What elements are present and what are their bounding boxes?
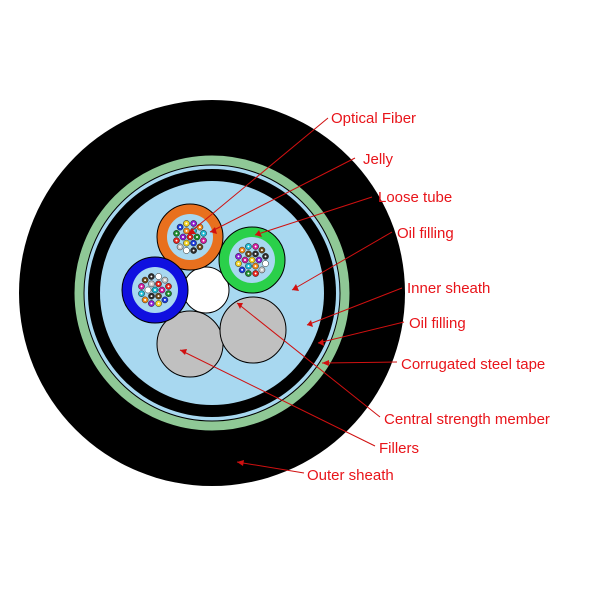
optical-fiber-core (189, 236, 191, 238)
optical-fiber-core (140, 285, 143, 288)
optical-fiber-core (192, 222, 195, 225)
optical-fiber-core (198, 226, 201, 229)
optical-fiber-core (192, 249, 195, 252)
optical-fiber-core (241, 268, 244, 271)
optical-fiber-core (254, 245, 257, 248)
optical-fiber-core (150, 282, 153, 285)
optical-fiber-core (140, 292, 143, 295)
label-corrugated-steel-tape: Corrugated steel tape (401, 356, 545, 373)
label-outer-sheath: Outer sheath (307, 467, 394, 484)
label-oil-filling-2: Oil filling (409, 315, 466, 332)
optical-fiber-core (179, 226, 182, 229)
optical-fiber-core (163, 279, 166, 282)
leader-loose-tube (254, 196, 373, 236)
optical-fiber-core (185, 222, 188, 225)
optical-fiber-core (150, 302, 153, 305)
label-loose-tube: Loose tube (378, 189, 452, 206)
label-fillers: Fillers (379, 440, 419, 457)
leader-oil-filling-1 (291, 231, 393, 291)
leader-oil-filling-2 (317, 321, 405, 344)
optical-fiber-core (163, 298, 166, 301)
optical-fiber-core (144, 298, 147, 301)
leader-lines (179, 117, 405, 474)
optical-fiber-core (157, 275, 160, 278)
optical-fiber-core (254, 272, 257, 275)
optical-fiber-core (144, 279, 147, 282)
filler-right (219, 296, 287, 364)
optical-fiber-core (167, 285, 170, 288)
optical-fiber-core (258, 259, 260, 261)
optical-fiber-core (196, 236, 198, 238)
label-oil-filling-1: Oil filling (397, 225, 454, 242)
optical-fiber-core (260, 249, 263, 252)
optical-fiber-core (179, 245, 182, 248)
label-jelly: Jelly (363, 151, 394, 168)
optical-fiber-core (157, 302, 160, 305)
optical-fiber-core (241, 249, 244, 252)
optical-fiber-core (247, 245, 250, 248)
loose-tube-green (218, 226, 286, 294)
label-central-strength-member: Central strength member (384, 411, 550, 428)
optical-fiber-core (147, 289, 149, 291)
optical-fiber-core (244, 259, 246, 261)
optical-fiber-core (254, 252, 257, 255)
optical-fiber-core (264, 262, 267, 265)
label-optical-fiber: Optical Fiber (331, 110, 416, 127)
leader-fillers (179, 349, 376, 447)
optical-fiber-core (247, 272, 250, 275)
optical-fiber-core (237, 255, 240, 258)
optical-fiber-core (237, 262, 240, 265)
optical-fiber-core (260, 268, 263, 271)
optical-fiber-core (154, 289, 156, 291)
optical-fiber-core (157, 295, 160, 298)
optical-fiber-core (202, 232, 205, 235)
optical-fiber-core (167, 292, 170, 295)
optical-fiber-core (157, 282, 160, 285)
optical-fiber-core (185, 249, 188, 252)
leader-arrowheads (180, 227, 329, 466)
optical-fiber-core (254, 265, 257, 268)
loose-tube-blue (121, 256, 189, 324)
optical-fiber-core (175, 239, 178, 242)
optical-fiber-core (161, 289, 163, 291)
leader-inner-sheath (306, 287, 403, 326)
leader-outer-sheath (236, 461, 305, 474)
leader-central-member (236, 302, 381, 418)
optical-fiber-core (185, 242, 188, 245)
optical-fiber-core (182, 236, 184, 238)
optical-fiber-core (185, 229, 188, 232)
optical-fiber-core (247, 265, 250, 268)
loose-tube-orange (156, 203, 224, 271)
optical-fiber-core (192, 242, 195, 245)
optical-fiber-core (175, 232, 178, 235)
label-inner-sheath: Inner sheath (407, 280, 490, 297)
optical-fiber-core (198, 245, 201, 248)
optical-fiber-core (264, 255, 267, 258)
optical-fiber-core (247, 252, 250, 255)
optical-fiber-core (202, 239, 205, 242)
optical-fiber-core (150, 275, 153, 278)
leader-steel-tape (321, 361, 398, 364)
optical-fiber-core (150, 295, 153, 298)
leader-optical-fiber (187, 117, 329, 235)
leader-jelly (209, 157, 356, 233)
optical-fiber-core (251, 259, 253, 261)
